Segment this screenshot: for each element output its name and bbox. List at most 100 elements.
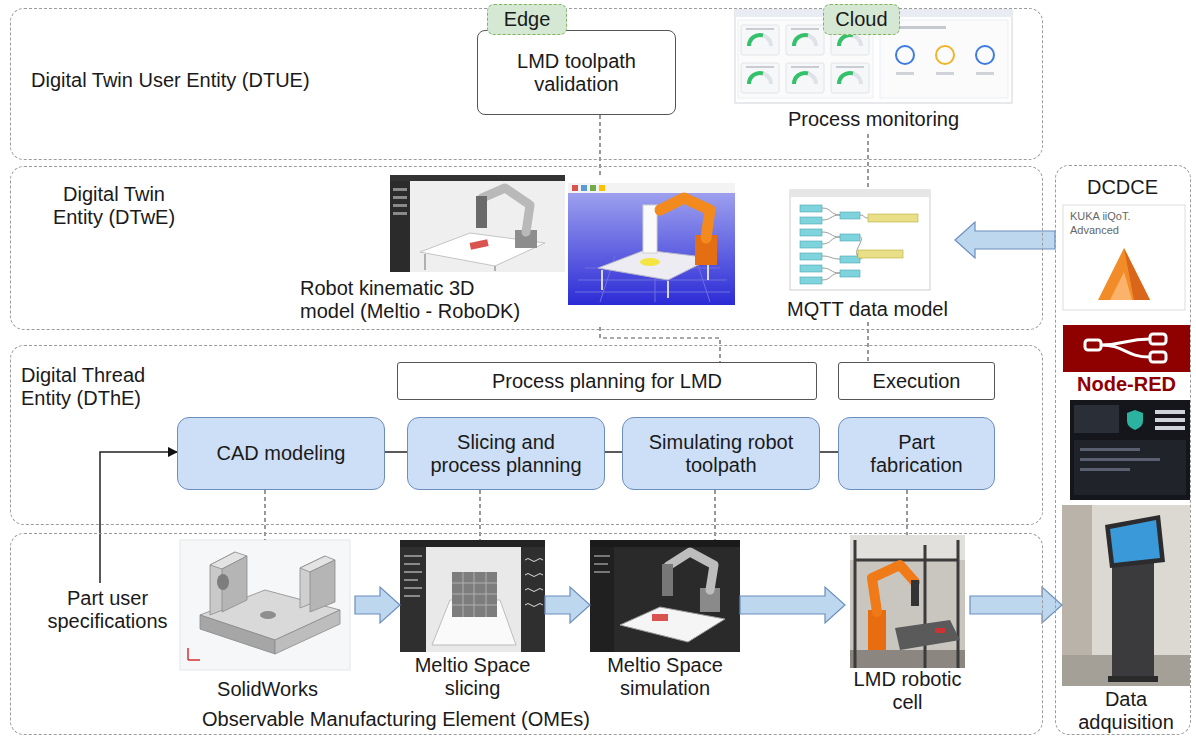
band-title: Digital Twin User Entity (DTUE)	[31, 69, 431, 92]
label-anchor: Advanced	[1070, 224, 1180, 237]
kuka-iiqot-logo	[1098, 248, 1150, 300]
node-red-flow-screenshot	[840, 270, 860, 277]
dashboard-screenshot	[976, 72, 994, 75]
connector-line	[385, 451, 407, 453]
robotic-cell-photo	[850, 650, 965, 668]
dashboard-screenshot	[786, 25, 824, 55]
tag-label: Cloud	[835, 8, 887, 31]
slicing-screenshot	[452, 572, 497, 617]
block-arrow	[740, 587, 845, 623]
node-red-flow-screenshot	[790, 190, 930, 290]
acquisition-kiosk-photo	[1062, 505, 1190, 686]
node-red-flow-screenshot	[800, 277, 822, 284]
meltio-robot-view	[390, 175, 565, 272]
meltio-robot-view	[470, 239, 489, 250]
node-red-logo	[1101, 339, 1150, 357]
dashboard-screenshot	[786, 63, 824, 93]
connector-line	[867, 322, 868, 362]
kuka-iiqot-logo	[1063, 205, 1185, 310]
slicing-screenshot	[525, 559, 543, 607]
acquisition-figure: Data adquisition	[1062, 505, 1190, 733]
tag-label: Edge	[504, 8, 551, 31]
block-arrow	[355, 587, 400, 623]
robotic-cell-photo	[911, 580, 919, 606]
hmi-screen-photo	[1127, 410, 1143, 430]
meltio-robot-view	[424, 254, 426, 270]
toolpath-simulation-screenshot	[590, 540, 740, 547]
slicing-screenshot	[400, 547, 426, 652]
box-label: Slicing and process planning	[425, 431, 587, 477]
dashboard-screenshot	[741, 25, 779, 55]
input-note: Part user specifications	[35, 583, 180, 637]
box-label: CAD modeling	[217, 442, 346, 465]
figure-caption: Meltio Space slicing	[400, 654, 545, 700]
node-red-flow-screenshot	[840, 212, 860, 219]
note-text: Part user specifications	[43, 587, 173, 633]
toolpath-simulation-screenshot	[620, 607, 725, 642]
figure-caption: MQTT data model	[780, 298, 955, 321]
node-red-flow-screenshot	[790, 190, 930, 290]
node-red-flow-screenshot	[800, 265, 822, 272]
entity-band: Digital Thread Entity (DThE)Process plan…	[10, 345, 1043, 525]
simulation-figure: Meltio Space simulation	[590, 540, 740, 702]
logo-text: KUKA iiQoT.	[1070, 210, 1180, 223]
robodk-robot-view	[599, 185, 605, 191]
acquisition-kiosk-photo	[1062, 505, 1190, 686]
block-arrow	[545, 587, 590, 623]
figure-caption: LMD robotic cell	[845, 668, 970, 714]
phase-header: Execution	[838, 362, 995, 400]
node-red-flow-screenshot	[800, 253, 822, 260]
band-title: DCDCE	[1056, 176, 1189, 199]
robotic-cell-photo	[850, 535, 965, 668]
node-red-flow-screenshot	[800, 217, 822, 224]
connector-line	[906, 490, 907, 535]
figure-caption: Process monitoring	[735, 108, 1012, 131]
slicing-screenshot	[521, 547, 545, 652]
node-red-flow-screenshot	[800, 229, 822, 236]
connector-line	[100, 452, 177, 583]
entity-band: DCDCE Data adquisition	[1055, 165, 1191, 735]
dashboard-screenshot	[831, 63, 869, 93]
node-red-logo	[1085, 340, 1101, 350]
meltio-robot-view	[390, 175, 565, 181]
cad-part-render	[200, 615, 275, 654]
band-title: Observable Manufacturing Element (OMEs)	[196, 708, 596, 731]
robot-cell-figure: LMD robotic cell	[845, 535, 970, 715]
box-label: Process planning for LMD	[492, 370, 722, 393]
robodk-robot-view	[568, 183, 735, 305]
box-label: Execution	[873, 370, 961, 393]
figure-caption: Meltio Space simulation	[590, 654, 740, 700]
node-red-logo	[1063, 325, 1190, 372]
robotic-cell-photo	[850, 535, 965, 560]
dashboard-screenshot	[741, 63, 779, 93]
slicing-screenshot	[404, 556, 422, 596]
node-red-logo	[1150, 352, 1166, 362]
box-label: Simulating robot toolpath	[639, 431, 804, 477]
robotic-cell-photo	[895, 620, 960, 650]
meltio-robot-view	[393, 204, 407, 207]
kuka-iiqot-logo	[1110, 272, 1132, 300]
robodk-robot-view	[602, 260, 708, 298]
meltio-robot-view	[494, 266, 496, 271]
cad-part-render	[275, 610, 340, 654]
band-title: Digital Twin Entity (DTwE)	[39, 183, 189, 229]
node-red-flow-screenshot	[822, 208, 868, 280]
phase-header: Process planning for LMD	[397, 362, 817, 400]
robot-model-figure: Robot kinematic 3D model (Meltio - RoboD…	[295, 175, 735, 327]
toolpath-simulation-screenshot	[594, 556, 610, 572]
edge-tag: Edge	[487, 4, 567, 35]
node-red-logo	[1063, 325, 1190, 372]
connector-line	[605, 451, 622, 453]
label-anchor: Node-RED	[1063, 373, 1190, 396]
hmi-screen-photo	[1155, 410, 1185, 414]
robodk-robot-view	[568, 183, 735, 193]
cad-part-render	[260, 611, 276, 619]
hmi-screen-photo	[1080, 448, 1140, 451]
robodk-robot-view	[660, 198, 710, 238]
meltio-robot-view	[393, 196, 407, 199]
dashboard-screenshot	[896, 46, 914, 64]
acquisition-kiosk-photo	[1108, 676, 1158, 682]
toolpath-simulation-screenshot	[652, 614, 668, 621]
slicing-screenshot	[400, 540, 545, 652]
